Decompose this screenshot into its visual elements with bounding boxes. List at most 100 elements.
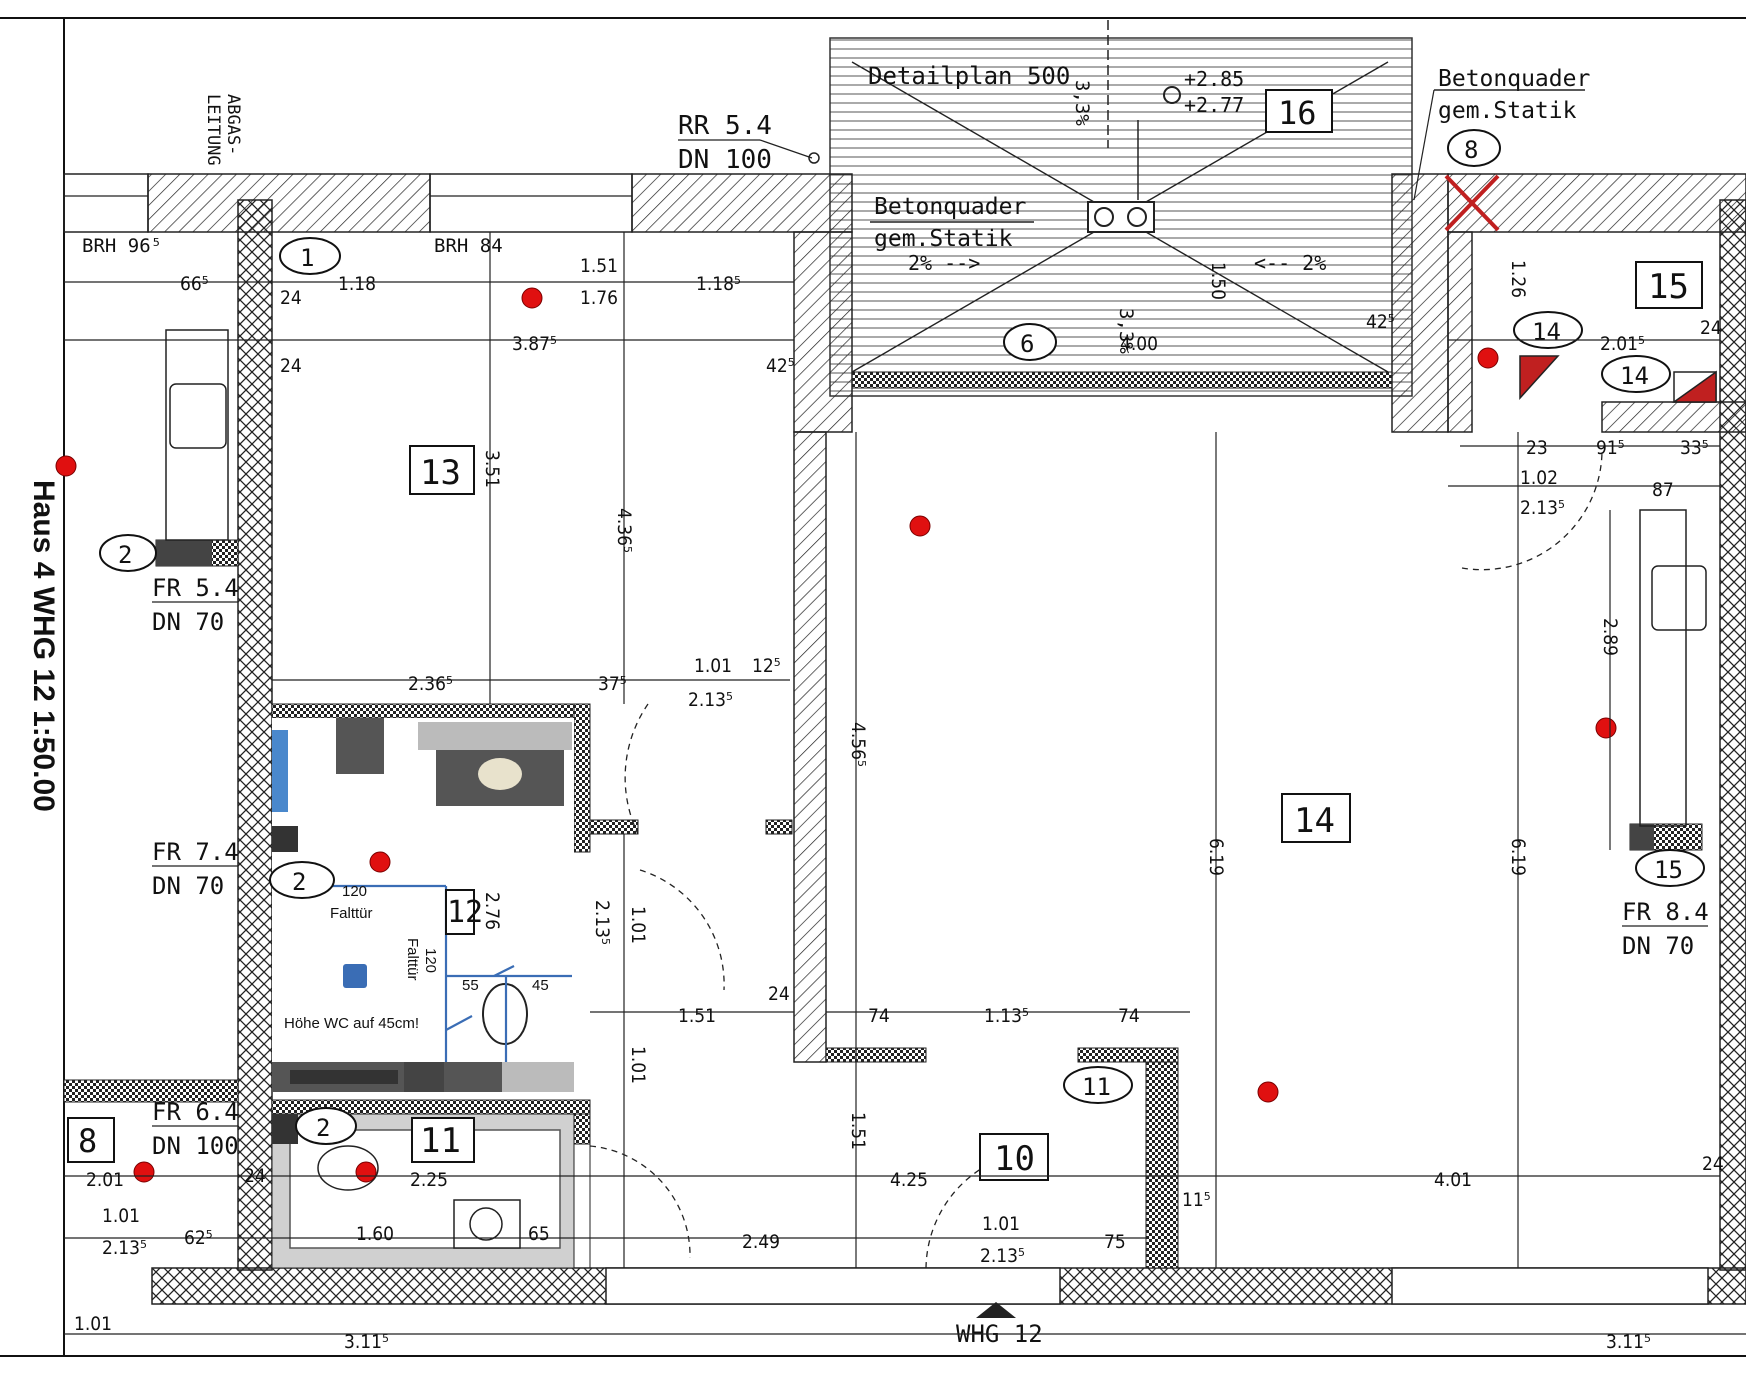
dim-d5: 3.87⁵: [512, 333, 557, 355]
level-b: +2.77: [1184, 93, 1244, 117]
fr64-dn-label: DN 100: [152, 1132, 239, 1160]
pct-label-1: 3,3%: [1071, 80, 1093, 126]
marker-2a: 2: [118, 541, 132, 569]
dim-d50: 2.13⁵: [980, 1245, 1025, 1267]
dim-d30: 6.19: [1205, 838, 1227, 876]
dim-d24: 1.13⁵: [984, 1005, 1029, 1027]
dim-d25: 74: [1118, 1005, 1140, 1027]
oval-markers: 1 2 2 2 6 8 11 14 14 15: [99, 129, 1705, 1145]
dim-d10: 3.51: [481, 450, 503, 488]
fr54-label: FR 5.4: [152, 574, 239, 602]
dim-d59: 24: [1702, 1153, 1724, 1175]
dim-d17: 4.56⁵: [847, 722, 869, 767]
dim-d1: 1.18: [338, 273, 376, 295]
dist-a: 55: [462, 977, 479, 994]
dim-d35: 87: [1652, 479, 1674, 501]
dim-d41: 2.01: [86, 1169, 124, 1191]
dim-d37: 91⁵: [1596, 437, 1625, 459]
dim-d22: 24: [768, 983, 790, 1005]
dim-d47: 65: [528, 1223, 550, 1245]
dim-d58: 11⁵: [1182, 1189, 1211, 1211]
marker-1: 1: [300, 244, 314, 272]
room-16: 16: [1278, 94, 1317, 132]
dim-d55: 4.00: [1120, 333, 1158, 355]
door1-width: 120: [342, 883, 367, 900]
dim-d23: 74: [868, 1005, 890, 1027]
marker-2c: 2: [316, 1114, 330, 1142]
pct-label-2: 3,3%: [1115, 308, 1137, 354]
dim-d13: 37⁵: [598, 673, 627, 695]
dim-d3: 1.76: [580, 287, 618, 309]
slope-right: <-- 2%: [1254, 251, 1326, 275]
room-10: 10: [994, 1139, 1035, 1179]
rr-label: RR 5.4: [678, 111, 772, 141]
dim-d43: 2.13⁵: [102, 1237, 147, 1259]
entrance-arrow-icon: [976, 1302, 1016, 1318]
dim-d53: 3.11⁵: [1606, 1331, 1651, 1353]
dim-d45: 2.25: [410, 1169, 448, 1191]
dim-d54: 1.01: [74, 1313, 112, 1335]
dim-d51: 75: [1104, 1231, 1126, 1253]
gem-statik-label-2: gem.Statik: [1438, 98, 1577, 124]
dim-d60: 24: [244, 1165, 266, 1187]
fr84-label: FR 8.4: [1622, 898, 1709, 926]
fr74-dn-label: DN 70: [152, 872, 224, 900]
dim-d32: 2.01⁵: [1600, 333, 1645, 355]
dim-d15: 12⁵: [752, 655, 781, 677]
detailplan-label: Detailplan 500: [868, 62, 1070, 90]
room-8: 8: [78, 1122, 97, 1160]
dim-d7: 24: [280, 287, 302, 309]
marker-14b: 14: [1620, 362, 1649, 390]
dim-d19: 1.01: [627, 906, 649, 944]
marker-14a: 14: [1532, 318, 1561, 346]
dim-d14: 1.01: [694, 655, 732, 677]
outlet-markers: [55, 287, 1617, 1183]
washbasin-icon: [478, 758, 522, 790]
room-13: 13: [420, 453, 461, 493]
annotation-lines: [272, 884, 572, 1062]
dim-d38: 33⁵: [1680, 437, 1709, 459]
dim-d21: 1.51: [678, 1005, 716, 1027]
room-11: 11: [420, 1121, 461, 1161]
dim-d40: 2.89: [1599, 618, 1621, 656]
room-12: 12: [447, 895, 483, 930]
dim-d28: 4.25: [890, 1169, 928, 1191]
marker-15: 15: [1654, 856, 1683, 884]
inner-walls: [155, 539, 1703, 1269]
dim-d20: 2.13⁵: [591, 900, 613, 945]
dim-d16: 2.13⁵: [688, 689, 733, 711]
door-arcs: [589, 451, 1603, 1269]
level-a: +2.85: [1184, 67, 1244, 91]
dim-d36: 23: [1526, 437, 1548, 459]
dim-d4: 1.18⁵: [696, 273, 741, 295]
marker-8: 8: [1464, 136, 1478, 164]
dimension-texts: 1.18 1.51 1.76 1.18⁵ 3.87⁵ 66⁵ 24 24 42⁵…: [74, 255, 1724, 1353]
dim-d11: 4.36⁵: [613, 508, 635, 553]
fr74-label: FR 7.4: [152, 838, 239, 866]
slope-left: 2% -->: [908, 251, 980, 275]
dim-d56: 24: [1700, 317, 1722, 339]
room-15: 15: [1648, 267, 1689, 307]
dim-d27: 1.51: [847, 1112, 869, 1150]
dim-d6: 66⁵: [180, 273, 209, 295]
fr84-dn-label: DN 70: [1622, 932, 1694, 960]
abgas-label: ABGAS-: [223, 94, 243, 155]
outer-walls: [63, 173, 1746, 1305]
dim-d33: 1.02: [1520, 467, 1558, 489]
shower-panel: [272, 730, 288, 812]
door1-type: Falttür: [330, 905, 373, 922]
dim-d49: 1.01: [982, 1213, 1020, 1235]
door2-type: Falttür: [404, 938, 421, 981]
wc-note: Höhe WC auf 45cm!: [284, 1015, 419, 1032]
betonquader-label-2: Betonquader: [1438, 66, 1590, 92]
dim-d52: 3.11⁵: [344, 1331, 389, 1353]
dim-d2: 1.51: [580, 255, 618, 277]
dim-d48: 2.49: [742, 1231, 780, 1253]
marker-6: 6: [1020, 330, 1034, 358]
dim-d18: 2.76: [481, 892, 503, 930]
kitchen-fixtures: [165, 174, 1717, 827]
dim-d31: 6.19: [1507, 838, 1529, 876]
rr-dn-label: DN 100: [678, 145, 772, 175]
dim-d29: 4.01: [1434, 1169, 1472, 1191]
